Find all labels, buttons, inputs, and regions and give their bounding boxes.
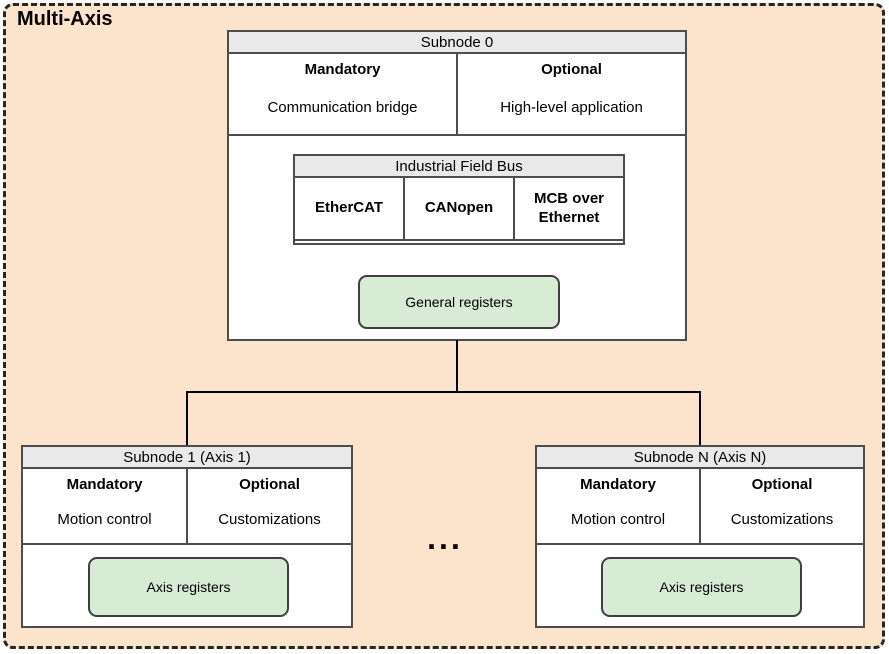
communication-bridge-label: Communication bridge: [267, 99, 418, 116]
motion-control-label: Motion control: [57, 511, 152, 528]
customizations-label: Customizations: [218, 511, 321, 528]
diagram-title: Multi-Axis: [17, 8, 113, 30]
optional-label: Optional: [239, 476, 300, 493]
connector-vertical-center: [456, 340, 458, 392]
subnode1-axis-registers-node: Axis registers: [88, 557, 289, 617]
mandatory-label: Mandatory: [580, 476, 656, 493]
protocol-canopen: CANopen: [403, 178, 513, 239]
protocol-ethercat: EtherCAT: [314, 199, 384, 217]
optional-label: Optional: [541, 61, 602, 78]
protocol-mcb-over-ethernet: MCB over Ethernet: [513, 178, 623, 239]
general-registers-node: General registers: [358, 275, 560, 329]
subnode1-box: Subnode 1 (Axis 1) Mandatory Motion cont…: [21, 445, 353, 628]
motion-control-label: Motion control: [570, 511, 666, 528]
mandatory-label: Mandatory: [66, 476, 143, 493]
subnodeN-optional-cell: Optional Customizations: [699, 469, 863, 543]
subnodeN-mandatory-cell: Mandatory Motion control: [537, 469, 699, 543]
industrial-field-bus-header: Industrial Field Bus: [295, 156, 623, 178]
connector-vertical-right: [699, 391, 701, 445]
subnode0-optional-cell: Optional High-level application: [456, 54, 685, 134]
industrial-field-bus-box: Industrial Field Bus EtherCAT CANopen MC…: [293, 154, 625, 245]
subnode1-optional-cell: Optional Customizations: [186, 469, 351, 543]
field-bus-protocols: EtherCAT CANopen MCB over Ethernet: [295, 178, 623, 241]
customizations-label: Customizations: [730, 511, 834, 528]
subnodeN-header: Subnode N (Axis N): [537, 447, 863, 469]
subnode1-columns: Mandatory Motion control Optional Custom…: [23, 469, 351, 545]
connector-horizontal-branch: [186, 391, 701, 393]
optional-label: Optional: [751, 476, 813, 493]
high-level-application-label: High-level application: [500, 99, 643, 116]
mandatory-label: Mandatory: [304, 61, 381, 78]
subnodeN-box: Subnode N (Axis N) Mandatory Motion cont…: [535, 445, 865, 628]
more-subnodes-ellipsis: ...: [427, 519, 463, 556]
subnode0-columns: Mandatory Communication bridge Optional …: [229, 54, 685, 136]
subnodeN-axis-registers-node: Axis registers: [601, 557, 802, 617]
connector-vertical-left: [186, 391, 188, 445]
subnode0-mandatory-cell: Mandatory Communication bridge: [229, 54, 456, 134]
subnodeN-columns: Mandatory Motion control Optional Custom…: [537, 469, 863, 545]
subnode1-header: Subnode 1 (Axis 1): [23, 447, 351, 469]
subnode0-header: Subnode 0: [229, 32, 685, 54]
subnode0-box: Subnode 0 Mandatory Communication bridge…: [227, 30, 687, 341]
subnode1-mandatory-cell: Mandatory Motion control: [23, 469, 186, 543]
